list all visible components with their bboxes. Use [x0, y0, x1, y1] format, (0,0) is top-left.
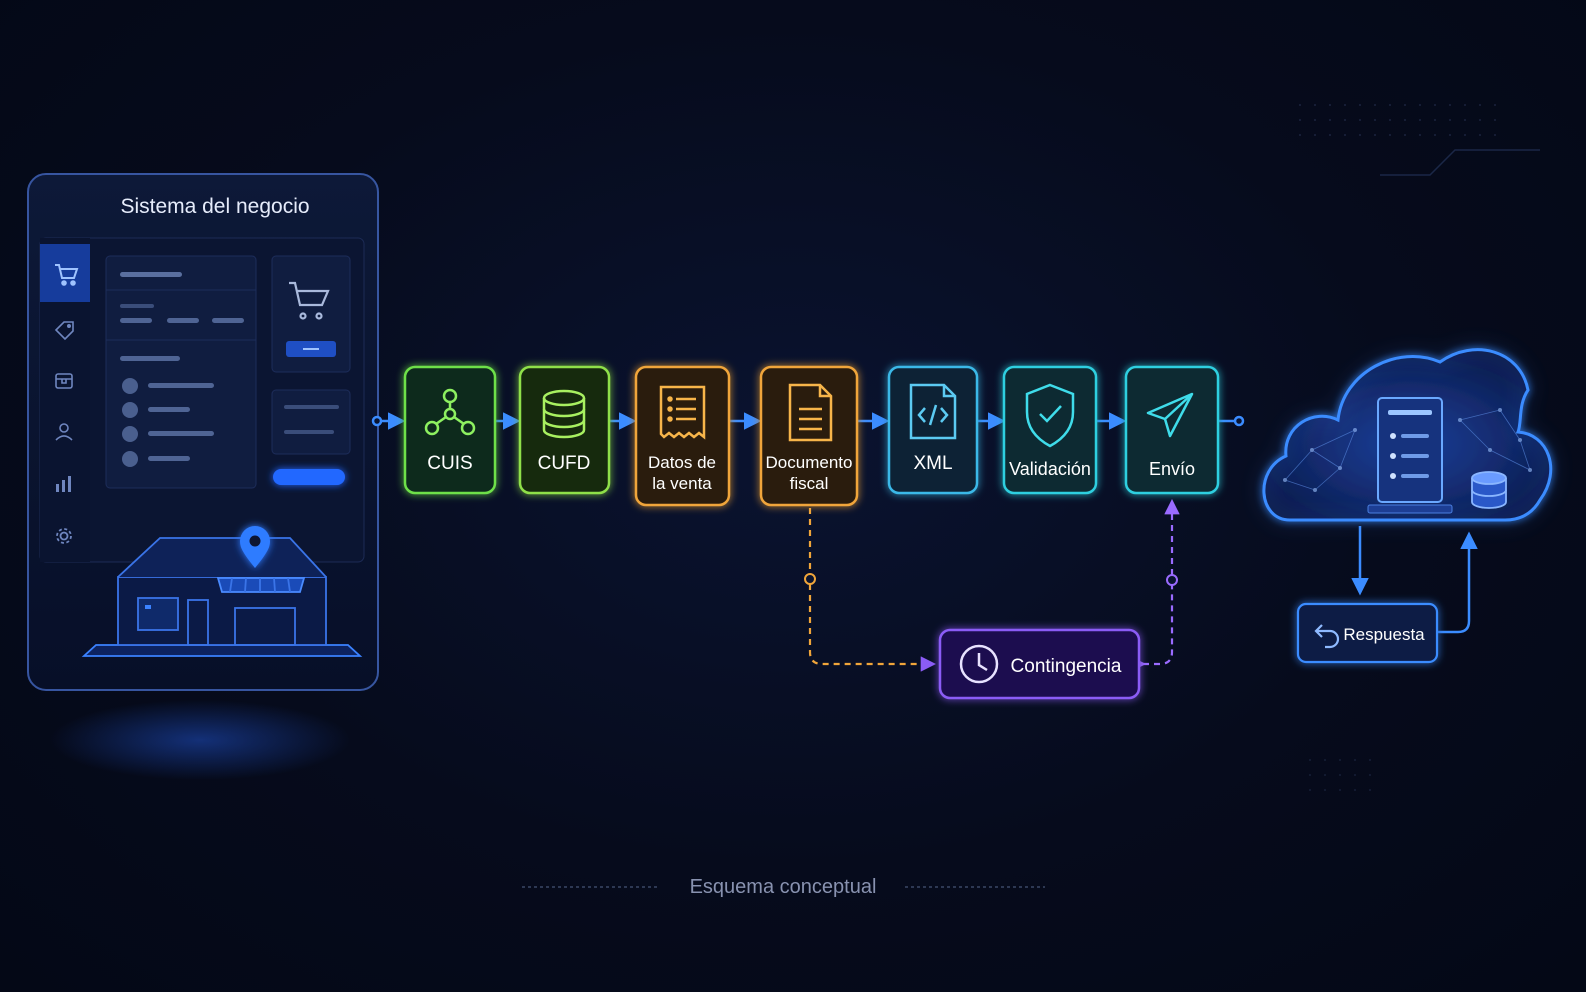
step-xml[interactable]: XML [887, 365, 979, 495]
location-pin-icon [240, 526, 270, 568]
step-label: Validación [1009, 459, 1091, 479]
caption: Esquema conceptual [522, 876, 1045, 898]
step-label-line2: fiscal [790, 474, 829, 493]
step-label-line2: la venta [652, 474, 712, 493]
shopping-cart-icon [289, 281, 330, 320]
server-rack-icon [1367, 397, 1453, 514]
shield-check-icon [1025, 383, 1075, 448]
cart-icon [55, 264, 79, 286]
pipeline-connectors [371, 412, 1245, 430]
cloud-server [1260, 346, 1554, 523]
storage-drum-icon [1471, 471, 1507, 509]
response-connectors [1351, 526, 1478, 634]
gear-icon[interactable] [56, 528, 72, 544]
document-icon [788, 383, 833, 442]
response-label: Respuesta [1343, 625, 1425, 644]
xml-code-icon [909, 383, 957, 440]
network-mesh [1283, 408, 1532, 492]
summary-card [271, 389, 351, 455]
cart-card [271, 255, 351, 373]
contingency-box[interactable]: Contingencia [938, 628, 1141, 700]
step-label-line1: Documento [766, 453, 853, 472]
contingency-connectors [808, 498, 1180, 672]
chart-icon[interactable] [56, 476, 71, 492]
decorative-dot-grid [1299, 104, 1496, 136]
response-box[interactable]: Respuesta [1296, 602, 1439, 664]
business-system-panel: Sistema del negocio [27, 173, 379, 691]
contingency-label: Contingencia [1011, 656, 1122, 677]
tag-icon[interactable] [54, 321, 74, 341]
sidebar-item-sales[interactable] [40, 244, 90, 302]
box-icon[interactable] [55, 373, 73, 389]
clock-icon [959, 644, 999, 684]
user-icon[interactable] [55, 423, 73, 441]
step-cufd[interactable]: CUFD [518, 365, 611, 495]
decorative-dot-grid [1309, 759, 1371, 791]
panel-floor-glow [50, 700, 350, 780]
step-envio[interactable]: Envío [1124, 365, 1220, 495]
return-arrow-icon [1314, 624, 1340, 649]
caption-text: Esquema conceptual [690, 876, 877, 898]
step-label: XML [913, 453, 952, 474]
decorative-circuit-line [1380, 149, 1540, 176]
step-label: CUFD [538, 453, 591, 474]
primary-action-button[interactable] [273, 469, 345, 485]
step-validacion[interactable]: Validación [1002, 365, 1098, 495]
step-cuis[interactable]: CUIS [403, 365, 497, 495]
receipt-icon [659, 385, 706, 440]
step-label: CUIS [427, 453, 472, 474]
send-icon [1146, 392, 1194, 438]
step-datos-venta[interactable]: Datos de la venta [634, 365, 731, 507]
step-label-line1: Datos de [648, 453, 716, 472]
step-label: Envío [1149, 459, 1195, 479]
store-illustration [81, 537, 363, 657]
network-icon [424, 388, 476, 436]
app-content-card [105, 255, 257, 489]
step-documento-fiscal[interactable]: Documento fiscal [759, 365, 859, 507]
business-system-title: Sistema del negocio [120, 195, 309, 218]
database-icon [542, 389, 586, 439]
